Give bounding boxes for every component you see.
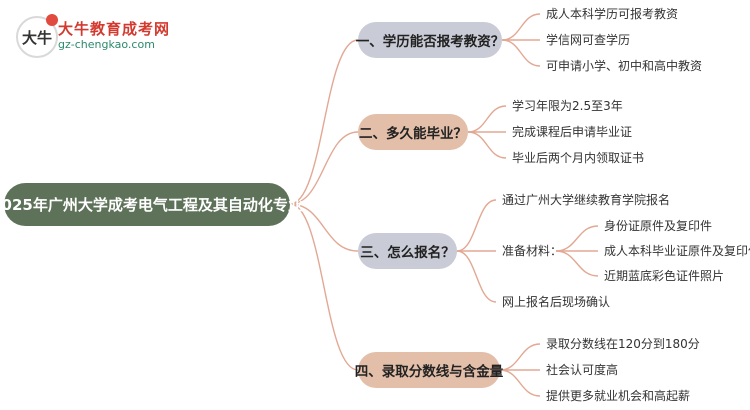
sub-leaf-item: 近期蓝底彩色证件照片: [604, 269, 725, 283]
branch-admission-score: 四、录取分数线与含金量: [355, 352, 503, 388]
sub-leaf-item: 成人本科毕业证原件及复印件: [604, 244, 750, 258]
sub-leaf-connector: [555, 225, 599, 252]
sub-leaf-connector: [555, 250, 599, 277]
leaf-item: 网上报名后现场确认: [502, 295, 611, 309]
leaf-item: 通过广州大学继续教育学院报名: [502, 193, 671, 207]
leaf-connector: [501, 39, 541, 67]
leaf-item: 提供更多就业机会和高起薪: [546, 389, 691, 403]
leaf-connector: [467, 105, 507, 133]
logo-site-url: gz-chengkao.com: [58, 38, 155, 51]
root-branch-connector: [289, 203, 359, 371]
root-branch-connector: [289, 39, 359, 205]
root-node: 2025年广州大学成考电气工程及其自动化专业: [0, 183, 303, 226]
root-branch-connector: [289, 131, 359, 205]
leaf-item: 毕业后两个月内领取证书: [512, 151, 645, 165]
branch-graduation-time: 二、多久能毕业？: [358, 114, 468, 150]
leaf-item: 可申请小学、初中和高中教资: [546, 59, 703, 73]
leaf-connector: [456, 250, 497, 303]
leaf-item: 录取分数线在120分到180分: [546, 337, 700, 351]
leaf-item: 社会认可度高: [546, 363, 619, 377]
leaf-item: 完成课程后申请毕业证: [512, 125, 633, 139]
root-branch-connector: [289, 203, 359, 252]
leaf-connector: [467, 131, 507, 159]
branch-how-to-apply: 三、怎么报名？: [358, 233, 457, 269]
leaf-item: 学习年限为2.5至3年: [512, 99, 623, 113]
leaf-connector: [499, 369, 541, 397]
logo-site-name: 大牛教育成考网: [58, 20, 171, 38]
leaf-item: 学信网可查学历: [546, 33, 631, 47]
leaf-connector: [501, 13, 541, 41]
leaf-item: 成人本科学历可报考教资: [546, 7, 679, 21]
sub-leaf-item: 身份证原件及复印件: [604, 219, 713, 233]
site-logo[interactable]: 大牛 大牛教育成考网 gz-chengkao.com: [12, 14, 169, 58]
branch-teacher-cert: 一、学历能否报考教资？: [356, 22, 504, 58]
leaf-connector: [456, 199, 497, 252]
leaf-materials-label: 准备材料：: [502, 244, 563, 258]
leaf-connector: [499, 343, 541, 371]
logo-mark-icon: 大牛: [16, 14, 58, 58]
